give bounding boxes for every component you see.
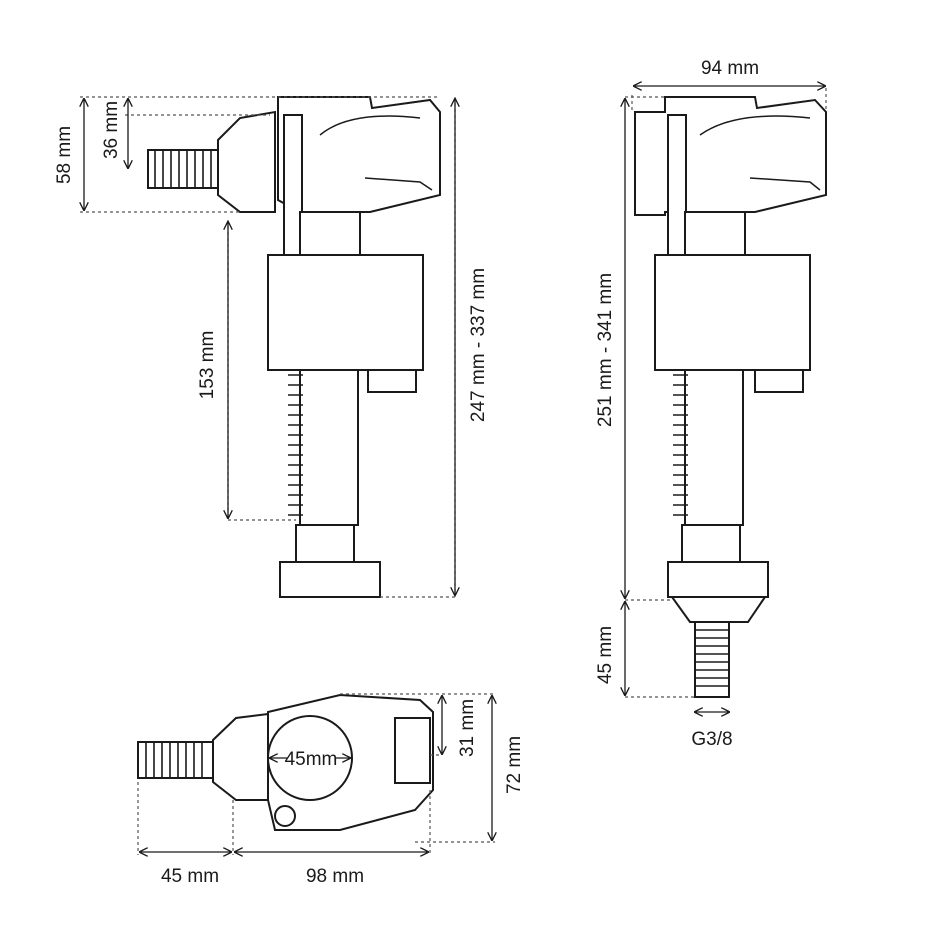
side-inlet-nut <box>217 110 276 213</box>
side-view-dimensions: 58 mm 36 mm 153 mm 247 mm - 337 mm <box>54 96 489 598</box>
dim-label-58mm: 58 mm <box>54 126 75 184</box>
dim-label-36mm: 36 mm <box>101 101 122 159</box>
front-float-rod <box>667 114 687 256</box>
front-base-nut <box>667 561 769 598</box>
front-valve-head <box>634 96 827 216</box>
side-stem <box>299 211 361 258</box>
dim-label-45mm-inlet: 45 mm <box>161 866 219 887</box>
side-float-cup <box>267 254 424 371</box>
dim-label-98mm: 98 mm <box>306 866 364 887</box>
side-float-clip <box>367 369 417 393</box>
dim-label-94mm: 94 mm <box>701 58 759 79</box>
thread-size-label: G3/8 <box>691 729 732 750</box>
front-lower-shank <box>681 524 741 564</box>
side-shank <box>299 369 359 526</box>
front-stem <box>684 211 746 258</box>
dim-label-247-337mm: 247 mm - 337 mm <box>468 268 489 422</box>
front-view-drawing <box>634 96 827 698</box>
front-outlet-thread <box>694 621 730 698</box>
dim-label-251-341mm: 251 mm - 341 mm <box>595 273 616 427</box>
front-cone-washer <box>670 596 767 623</box>
front-float-cup <box>654 254 811 371</box>
front-view-dimensions: 94 mm 251 mm - 341 mm 45 mm G3/8 <box>595 58 827 750</box>
top-outlet <box>394 717 431 784</box>
top-inlet-nut <box>212 712 269 801</box>
top-adjust-screw-head <box>274 805 296 827</box>
front-adjust-screw <box>673 374 688 516</box>
dim-label-45mm-thread: 45 mm <box>595 626 616 684</box>
side-base-nut <box>279 561 381 598</box>
dim-label-31mm: 31 mm <box>457 699 478 757</box>
dim-label-72mm: 72 mm <box>504 736 525 794</box>
side-adjust-screw <box>288 374 303 516</box>
side-view-drawing <box>147 96 441 598</box>
top-view-drawing <box>137 693 434 831</box>
top-view-dimensions: 45mm 31 mm 72 mm 45 mm 98 mm <box>137 693 525 887</box>
front-shank <box>684 369 744 526</box>
front-float-clip <box>754 369 804 393</box>
dim-label-45mm-float: 45mm <box>285 749 338 770</box>
side-inlet-thread <box>147 149 219 189</box>
side-lower-shank <box>295 524 355 564</box>
top-inlet-thread <box>137 741 214 779</box>
dim-label-153mm: 153 mm <box>197 331 218 400</box>
